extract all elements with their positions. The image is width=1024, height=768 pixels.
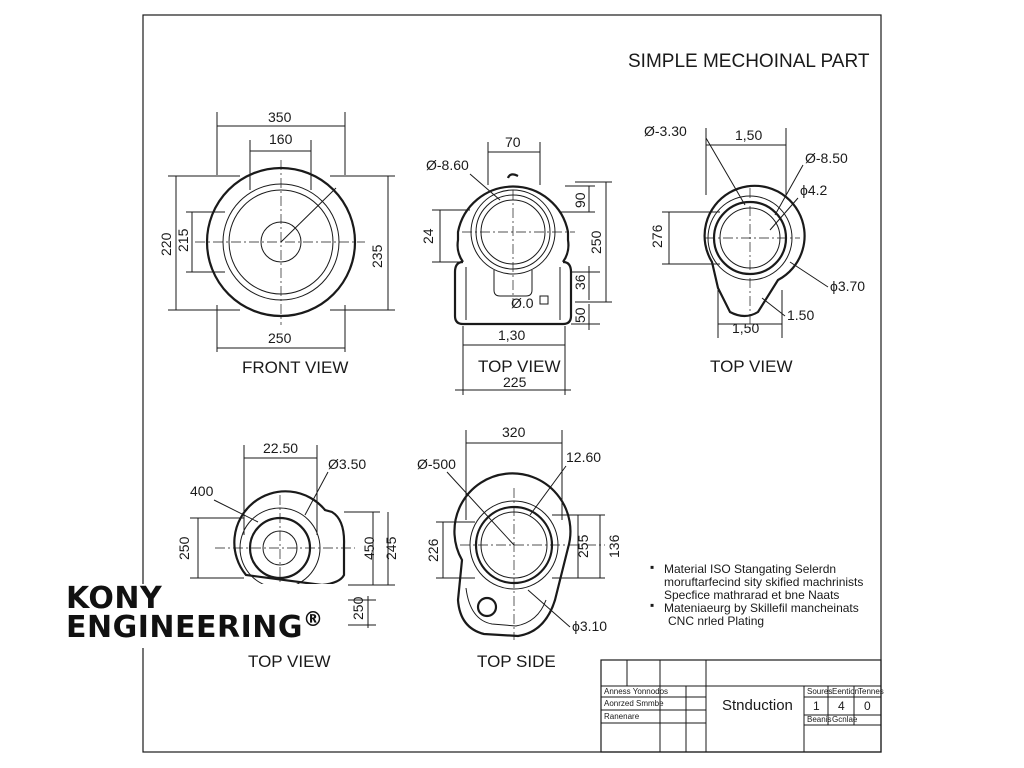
dim-top1-right-a: 90 (572, 192, 588, 208)
dim-front-left-outer: 220 (158, 232, 174, 256)
dim-top1-right-b: 250 (588, 230, 604, 254)
dim-top1-dia: Ø-8.60 (426, 157, 469, 173)
dim-top1-bottom-a: 1,30 (498, 327, 525, 343)
sheet-border (142, 14, 882, 753)
title-block: Anness Yonnodos Aonrzed Smmbe Ranenare S… (600, 659, 884, 753)
title-block-row-1: Anness Yonnodos (604, 687, 668, 696)
top-side-label: TOP SIDE (477, 652, 556, 671)
dim-side-right-a: 255 (575, 534, 591, 558)
title-block-header-2: Eention (832, 687, 859, 696)
title-block-description: Stnduction (722, 697, 793, 714)
brand-logo: KONY ENGINEERING® (66, 584, 348, 648)
top-view-3: 22.50 Ø3.50 400 250 450 245 250 TOP VIEW (176, 440, 399, 671)
note-line-1: Material ISO Stangating Selerdn (664, 562, 836, 576)
dim-side-right-b: 136 (606, 534, 622, 558)
top-view-2-label: TOP VIEW (710, 357, 793, 376)
title-block-value-3: 0 (864, 699, 871, 713)
dim-front-right: 235 (369, 244, 385, 268)
dim-top2-bottom-b: 1.50 (787, 307, 814, 323)
front-view-label: FRONT VIEW (242, 358, 348, 377)
top-view-2: Ø-3.30 1,50 Ø-8.50 ϕ4.2 276 ϕ3.70 1,50 1… (644, 123, 865, 376)
title-block-footer-2: Gcnlae (832, 715, 858, 724)
dim-side-dia-b: ϕ3.10 (572, 618, 607, 634)
dim-side-top: 320 (502, 424, 526, 440)
brand-line-2: ENGINEERING® (66, 609, 348, 645)
dim-side-left: 226 (425, 538, 441, 562)
dim-top1-right-d: 50 (572, 307, 588, 323)
dim-top2-dia-a: Ø-3.30 (644, 123, 687, 139)
brand-line-1: KONY (66, 581, 163, 616)
top-view-3-label: TOP VIEW (248, 652, 331, 671)
dim-top3-left-b: 250 (176, 536, 192, 560)
dim-front-left-inner: 215 (175, 228, 191, 252)
dim-top2-dia-c: ϕ4.2 (800, 182, 828, 198)
top-view-1-label: TOP VIEW (478, 357, 561, 376)
dim-side-dia: Ø-500 (417, 456, 456, 472)
dim-front-top-outer: 350 (268, 109, 292, 125)
brand-line-2-text: ENGINEERING (66, 610, 303, 645)
dim-top2-bottom: 1,50 (732, 320, 759, 336)
dim-top3-right-c: 250 (350, 596, 366, 620)
title-block-value-2: 4 (838, 699, 845, 713)
note-line-4: Mateniaeurg by Skillefil mancheinats (664, 601, 859, 615)
dim-top2-dia-b: Ø-8.50 (805, 150, 848, 166)
top-side-view: 320 Ø-500 12.60 226 255 136 ϕ3.10 TOP SI… (417, 424, 622, 671)
note-line-2: moruftarfecind sity skified machrinists (664, 575, 863, 589)
title-block-row-3: Ranenare (604, 712, 640, 721)
dim-top3-dia: Ø3.50 (328, 456, 366, 472)
dim-top1-top: 70 (505, 134, 521, 150)
dim-top2-top: 1,50 (735, 127, 762, 143)
dim-front-top-inner: 160 (269, 131, 293, 147)
top-view-1: 70 Ø-8.60 24 90 250 36 50 Ø.0 1,30 225 T… (420, 134, 612, 395)
svg-text:▪: ▪ (650, 560, 654, 574)
dim-front-bottom: 250 (268, 330, 292, 346)
note-line-5: CNC nrled Plating (668, 614, 764, 628)
title-block-header-1: Soures (807, 687, 832, 696)
note-line-3: Specfice mathrarad et bne Naats (664, 588, 839, 602)
title-block-footer-1: Beanis (807, 715, 831, 724)
registered-mark: ® (302, 607, 324, 631)
title-block-header-3: Tennes (858, 687, 884, 696)
notes-block: ▪ Material ISO Stangating Selerdn moruft… (650, 560, 863, 628)
dim-top3-right-a: 450 (361, 536, 377, 560)
dim-side-right-top: 12.60 (566, 449, 601, 465)
dim-top1-center: Ø.0 (511, 295, 534, 311)
drawing-title: SIMPLE MECHOINAL PART (628, 51, 870, 72)
title-block-row-2: Aonrzed Smmbe (604, 699, 664, 708)
dim-top3-right-b: 245 (383, 536, 399, 560)
dim-top2-dia-d: ϕ3.70 (830, 278, 865, 294)
title-block-value-1: 1 (813, 699, 820, 713)
front-view: 350 160 220 215 235 250 FRONT VIEW (158, 109, 395, 377)
dim-top2-left: 276 (649, 224, 665, 248)
dim-top1-right-c: 36 (572, 274, 588, 290)
svg-text:▪: ▪ (650, 598, 654, 612)
dim-top3-top: 22.50 (263, 440, 298, 456)
dim-top3-left-a: 400 (190, 483, 214, 499)
dim-top1-bottom-b: 225 (503, 374, 527, 390)
dim-top1-left: 24 (420, 228, 436, 244)
